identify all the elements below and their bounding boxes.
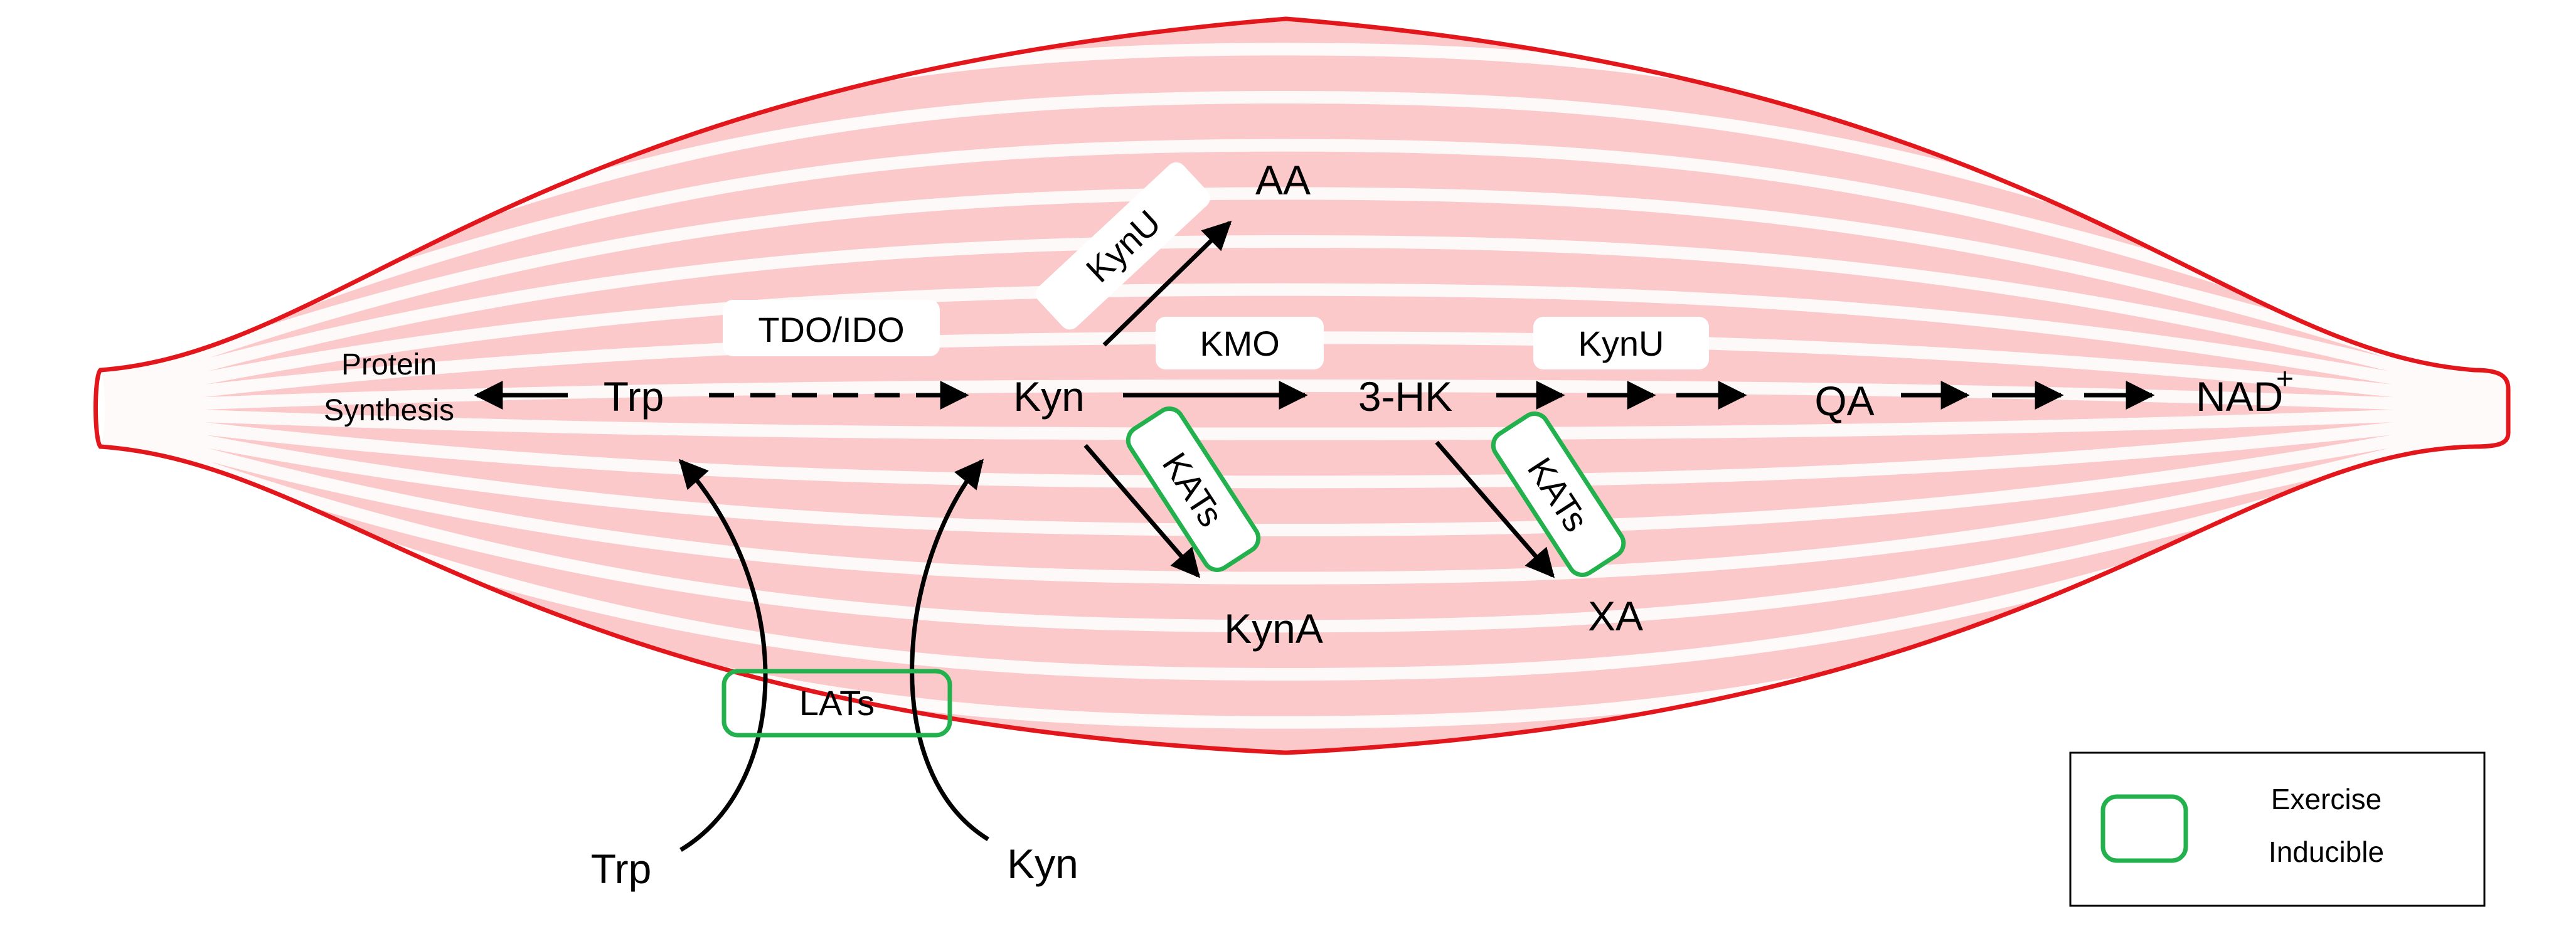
muscle-fiber [100, 413, 2508, 537]
legend-frame [2069, 751, 2486, 907]
legend-label-2: Inducible [2269, 836, 2384, 868]
lats-box [721, 669, 952, 738]
3hk-label: 3-HK [1358, 373, 1452, 420]
muscle-fiber [100, 283, 2508, 406]
kats-kyna-box [1126, 406, 1261, 572]
kynu-aa-box [1036, 162, 1210, 330]
pathway-arrows [474, 220, 2155, 852]
kyn-outside-label: Kyn [1007, 841, 1078, 887]
muscle-fiber [100, 409, 2508, 489]
kmo-label: KMO [1200, 324, 1280, 363]
protein-synthesis-label-1: Protein [341, 348, 437, 381]
legend-swatch-icon [2100, 794, 2188, 863]
xa-label: XA [1588, 593, 1643, 639]
kynu-qa-box [1533, 317, 1709, 369]
kats-xa-box [1491, 411, 1626, 577]
muscle-fiber [100, 405, 2508, 440]
kmo-box [1156, 317, 1324, 369]
muscle-fiber [100, 417, 2508, 585]
aa-label: AA [1255, 157, 1311, 203]
enzyme-boxes: TDO/IDO KMO KynU KynU [723, 162, 1709, 369]
kyn-inside-label: Kyn [1013, 373, 1085, 420]
arrow-trp-uptake [678, 459, 768, 852]
trp-inside-label: Trp [604, 373, 664, 420]
metabolite-labels: Protein Synthesis Trp Kyn AA 3-HK QA NAD… [324, 157, 2294, 892]
muscle-fiber [100, 235, 2508, 403]
legend-label-1: Exercise [2271, 783, 2382, 815]
lats-label: LATs [799, 683, 875, 723]
tdo-ido-label: TDO/IDO [758, 310, 904, 349]
muscle-fiber [100, 139, 2508, 395]
nad-label: NAD [2196, 373, 2283, 420]
kynu-qa-label: KynU [1578, 324, 1664, 363]
muscle-fiber [100, 424, 2508, 681]
arrow-3hk-to-xa [1435, 440, 1555, 578]
tdo-ido-box [723, 300, 940, 356]
legend: Exercise Inducible [2069, 751, 2486, 907]
nad-superscript: + [2276, 363, 2294, 396]
arrow-kyn-to-aa [1102, 220, 1232, 347]
kyna-label: KynA [1224, 605, 1323, 652]
muscle-fiber [100, 187, 2508, 399]
arrow-kyn-to-kyna [1083, 443, 1201, 578]
muscle-fiber [100, 420, 2508, 633]
trp-outside-label: Trp [591, 846, 652, 892]
muscle-outline [93, 16, 2511, 755]
arrow-kyn-uptake [910, 459, 989, 841]
protein-synthesis-label-2: Synthesis [324, 394, 454, 427]
qa-label: QA [1814, 378, 1874, 424]
